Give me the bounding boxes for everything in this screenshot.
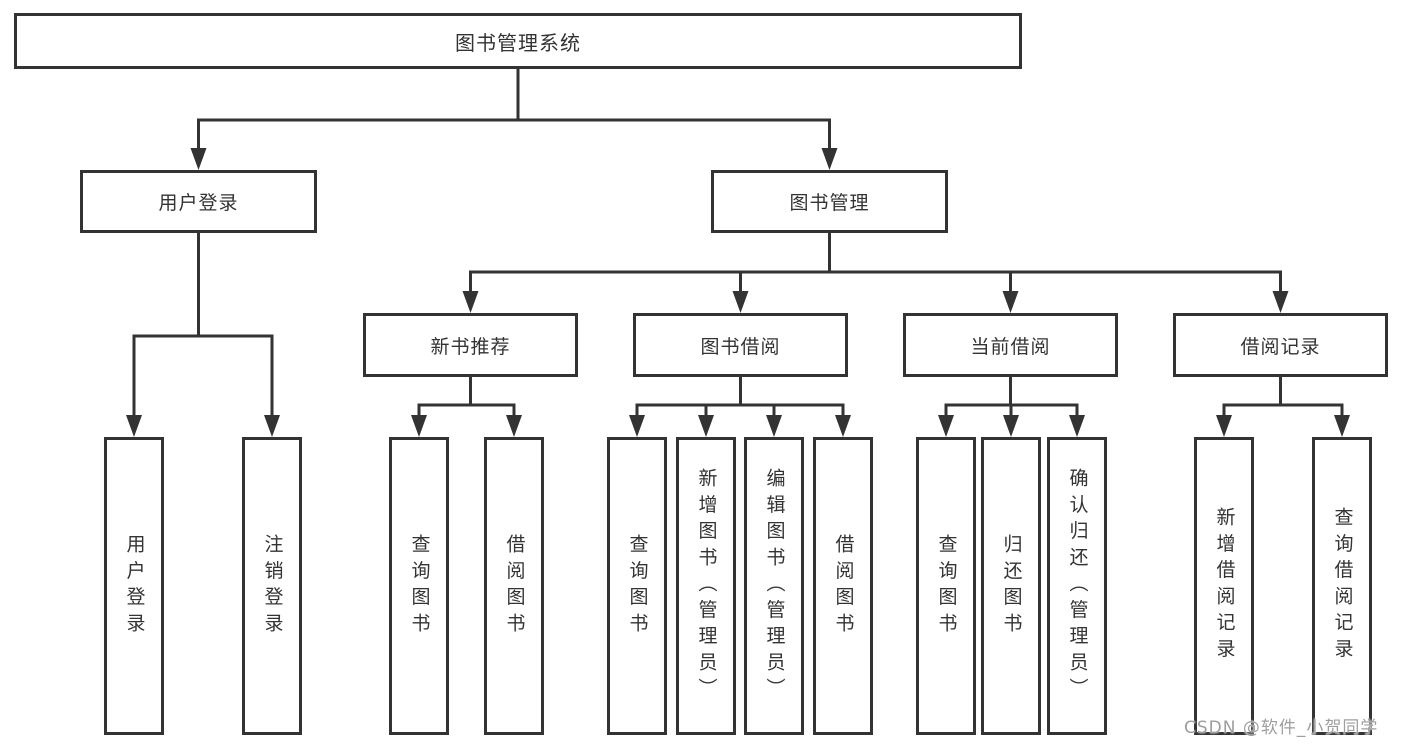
node-new-book-recommend: 新书推荐 [363,313,578,377]
node-book-borrowing: 图书借阅 [633,313,848,377]
leaf-borrowing-edit-book-admin: 编辑图书（管理员） [744,437,804,735]
node-book-management: 图书管理 [711,170,948,233]
node-user-login: 用户登录 [80,170,317,233]
leaf-borrowing-borrow-book: 借阅图书 [813,437,873,735]
leaf-current-confirm-return-admin: 确认归还（管理员） [1047,437,1107,735]
leaf-current-return-book: 归还图书 [981,437,1041,735]
node-current-borrowing: 当前借阅 [903,313,1118,377]
node-root-system: 图书管理系统 [14,13,1022,69]
leaf-recommend-query-book: 查询图书 [389,437,449,735]
leaf-recommend-borrow-book: 借阅图书 [484,437,544,735]
leaf-current-query-book: 查询图书 [916,437,976,735]
leaf-user-login: 用户登录 [104,437,164,735]
leaf-borrowing-query-book: 查询图书 [607,437,667,735]
leaf-records-query-record: 查询借阅记录 [1312,437,1372,735]
leaf-records-add-record: 新增借阅记录 [1194,437,1254,735]
connector-paths [132,67,1344,421]
node-borrowing-records: 借阅记录 [1173,313,1388,377]
leaf-borrowing-add-book-admin: 新增图书（管理员） [676,437,736,735]
csdn-watermark: CSDN @软件_小贺同学 [1184,718,1379,738]
arrowheads [126,148,1350,437]
leaf-logout: 注销登录 [242,437,302,735]
